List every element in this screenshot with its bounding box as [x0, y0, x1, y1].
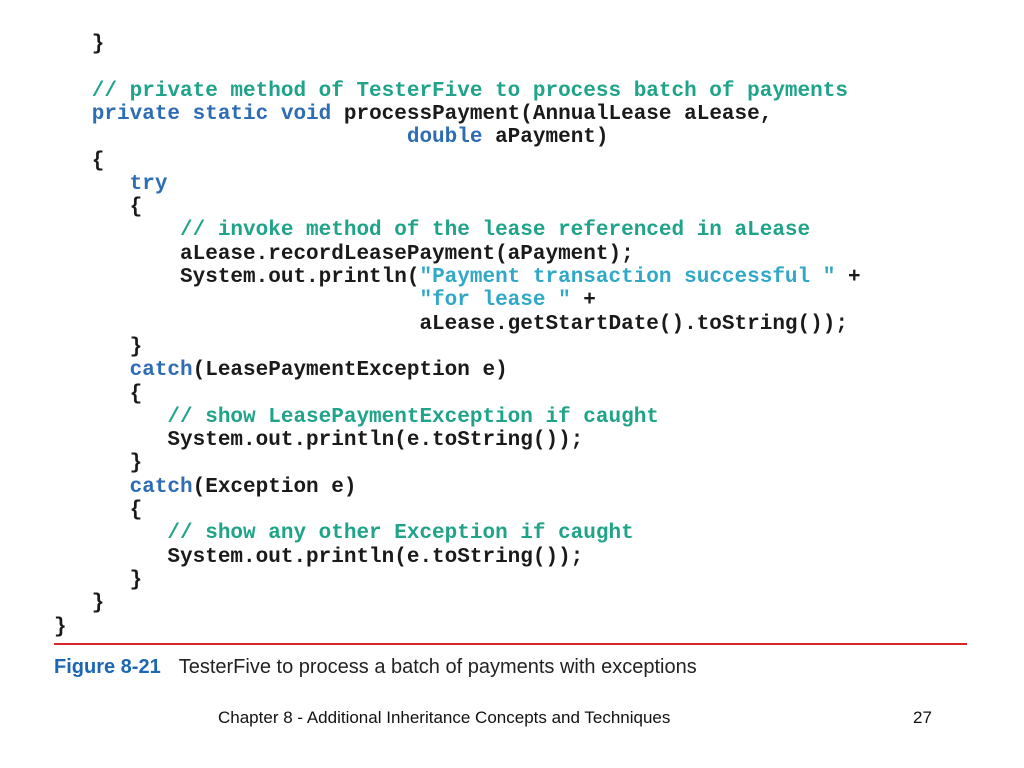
code-token-normal: }	[54, 452, 143, 476]
code-token-normal: (LeasePaymentException e)	[192, 359, 508, 383]
code-token-comment: // invoke method of the lease referenced…	[54, 219, 811, 243]
code-line: "for lease " +	[54, 288, 596, 314]
code-token-keyword: catch	[54, 359, 193, 383]
code-token-keyword: catch	[54, 475, 193, 499]
code-line: // show any other Exception if caught	[54, 521, 634, 547]
code-token-normal: System.out.println(e.toString());	[54, 545, 584, 569]
code-token-normal: +	[835, 266, 861, 289]
code-line: {	[54, 195, 143, 221]
code-token-normal: aPayment)	[495, 126, 609, 150]
code-token-normal: }	[54, 568, 143, 592]
code-token-keyword: private static void	[54, 102, 344, 126]
code-token-keyword: try	[54, 172, 168, 196]
code-line: }	[54, 591, 105, 617]
code-token-normal: System.out.println(	[54, 266, 420, 289]
code-line: {	[54, 498, 143, 524]
code-token-normal: }	[54, 615, 67, 639]
code-token-normal: (Exception e)	[192, 475, 357, 499]
code-token-normal: }	[54, 335, 143, 359]
code-line: private static void processPayment(Annua…	[54, 102, 773, 128]
code-token-string: "Payment transaction successful "	[419, 266, 836, 289]
code-token-comment: // private method of TesterFive to proce…	[54, 79, 848, 103]
code-token-normal: {	[54, 382, 143, 406]
code-token-normal: {	[54, 149, 105, 173]
code-token-keyword: double	[54, 126, 496, 150]
code-token-normal: aLease.getStartDate().toString());	[54, 312, 848, 336]
code-token-normal: aLease.recordLeasePayment(aPayment);	[54, 242, 634, 266]
code-line: System.out.println(e.toString());	[54, 428, 583, 454]
code-line: }	[54, 335, 143, 361]
code-line: catch(LeasePaymentException e)	[54, 358, 508, 384]
figure-label: Figure 8-21	[54, 656, 161, 678]
slide-footer-title: Chapter 8 - Additional Inheritance Conce…	[218, 708, 671, 727]
figure-caption: Figure 8-21 TesterFive to process a batch…	[54, 656, 697, 679]
code-line: // invoke method of the lease referenced…	[54, 218, 810, 244]
code-listing: } // private method of TesterFive to pro…	[54, 32, 994, 639]
code-line: // show LeasePaymentException if caught	[54, 405, 659, 431]
code-token-string: "for lease "	[419, 289, 571, 313]
caption-divider	[54, 643, 967, 645]
code-line: aLease.getStartDate().toString());	[54, 312, 848, 338]
code-line: }	[54, 568, 143, 594]
code-line: {	[54, 382, 143, 408]
code-token-comment: // show LeasePaymentException if caught	[54, 405, 659, 429]
code-token-normal: {	[54, 196, 143, 220]
code-token-comment: // show any other Exception if caught	[54, 522, 634, 546]
code-token-normal: System.out.println(e.toString());	[54, 429, 584, 453]
code-line: double aPayment)	[54, 125, 609, 151]
code-line: System.out.println("Payment transaction …	[54, 265, 861, 291]
code-line: aLease.recordLeasePayment(aPayment);	[54, 242, 634, 268]
code-line: System.out.println(e.toString());	[54, 545, 583, 571]
code-token-normal: +	[570, 289, 596, 313]
code-line: }	[54, 615, 67, 641]
figure-caption-text: TesterFive to process a batch of payment…	[178, 656, 697, 678]
code-line: {	[54, 149, 105, 175]
code-token-normal: }	[54, 33, 105, 56]
code-line: // private method of TesterFive to proce…	[54, 79, 848, 105]
code-line: }	[54, 32, 105, 58]
code-token-normal: }	[54, 592, 105, 616]
code-line: }	[54, 451, 143, 477]
code-line: catch(Exception e)	[54, 475, 357, 501]
slide-page-number: 27	[913, 708, 932, 727]
code-token-normal	[54, 289, 419, 312]
code-line: try	[54, 172, 168, 198]
code-token-normal: processPayment(AnnualLease aLease,	[343, 102, 773, 126]
code-token-normal: {	[54, 499, 143, 522]
